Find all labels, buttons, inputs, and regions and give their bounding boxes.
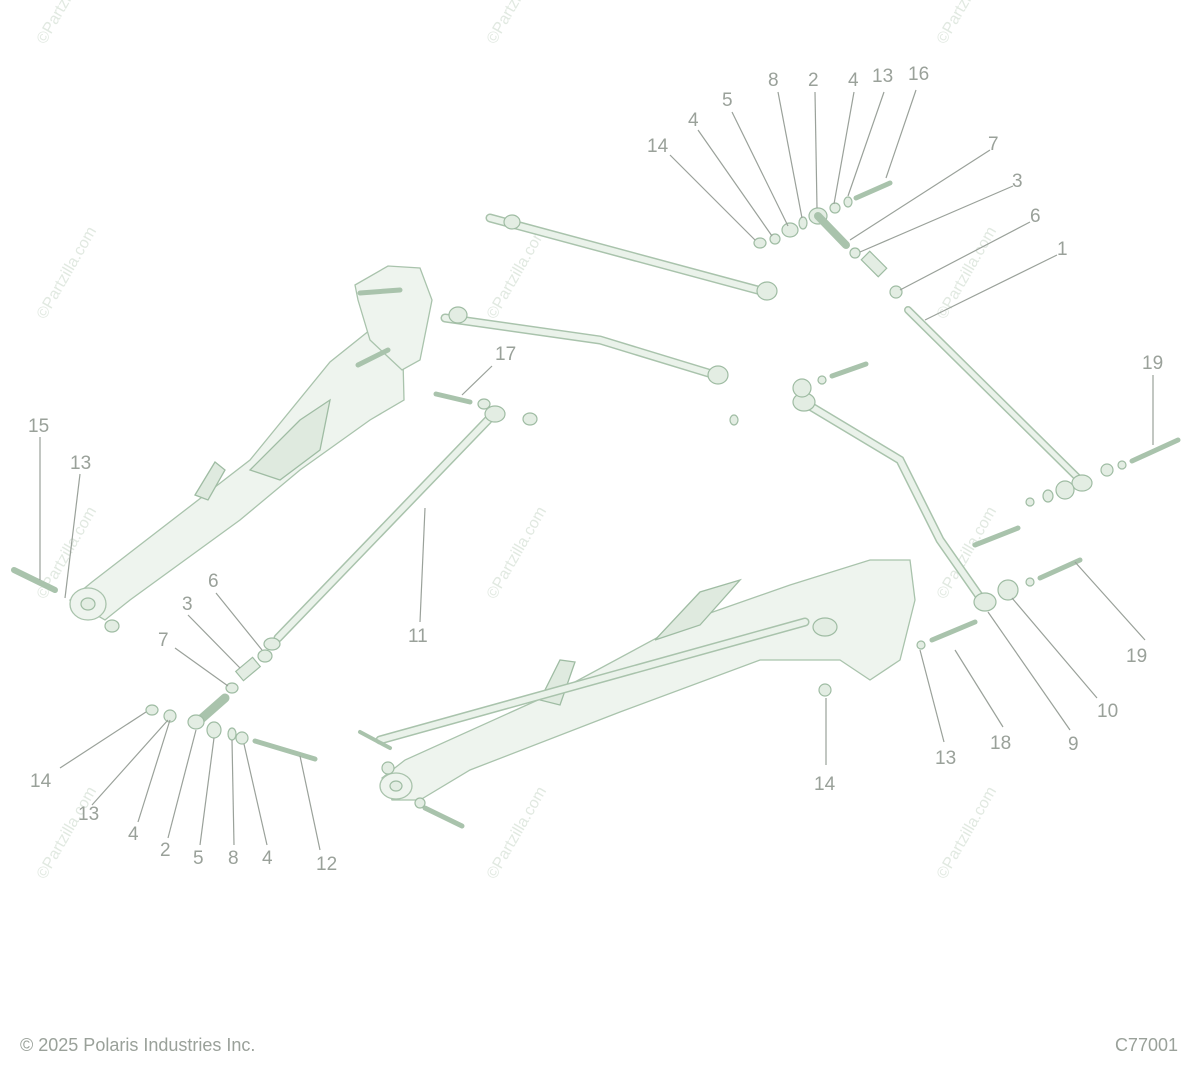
watermark: ©Partzilla.com [484, 504, 550, 602]
watermark: ©Partzilla.com [34, 0, 100, 47]
callout-label: 13 [78, 804, 99, 825]
callout-label: 8 [768, 70, 779, 91]
callout-label: 19 [1142, 353, 1163, 374]
callout-labels: 15 13 6 3 7 14 13 4 2 5 8 4 12 11 17 14 … [28, 64, 1163, 875]
callout-label: 3 [1012, 171, 1023, 192]
callout-label: 4 [848, 70, 859, 91]
callout-label: 18 [990, 733, 1011, 754]
left-trailing-arm [11, 265, 433, 633]
callout-label: 1 [1057, 239, 1068, 260]
callout-label: 4 [262, 848, 273, 869]
watermark: ©Partzilla.com [934, 0, 1000, 47]
callout-label: 2 [808, 70, 819, 91]
hardware-left [145, 391, 538, 762]
callout-label: 2 [160, 840, 171, 861]
callout-label: 15 [28, 416, 49, 437]
leader-lines [39, 89, 1154, 851]
watermark: ©Partzilla.com [34, 784, 100, 882]
upper-links [440, 213, 778, 385]
callout-label: 14 [647, 136, 669, 157]
callout-label: 13 [70, 453, 91, 474]
watermark: ©Partzilla.com [34, 224, 100, 322]
callout-label: 6 [1030, 206, 1041, 227]
callout-label: 7 [988, 134, 999, 155]
callout-label: 17 [495, 344, 516, 365]
callout-label: 5 [722, 90, 733, 111]
watermark: ©Partzilla.com [934, 784, 1000, 882]
diagram-code: C77001 [1114, 1035, 1178, 1055]
hardware-right [729, 180, 1181, 650]
callout-label: 10 [1097, 701, 1118, 722]
watermark: ©Partzilla.com [934, 224, 1000, 322]
watermark: ©Partzilla.com [484, 784, 550, 882]
callout-label: 13 [872, 66, 893, 87]
watermark: ©Partzilla.com [484, 224, 550, 322]
right-links [792, 306, 1093, 612]
callout-label: 11 [408, 626, 428, 647]
callout-label: 12 [316, 854, 337, 875]
callout-label: 3 [182, 594, 193, 615]
callout-label: 14 [30, 771, 52, 792]
rod-11 [263, 405, 506, 651]
callout-label: 16 [908, 64, 929, 85]
callout-label: 19 [1126, 646, 1147, 667]
callout-label: 5 [193, 848, 204, 869]
callout-label: 9 [1068, 734, 1079, 755]
callout-label: 14 [814, 774, 836, 795]
callout-label: 4 [688, 110, 699, 131]
watermark: ©Partzilla.com [484, 0, 550, 47]
callout-label: 4 [128, 824, 139, 845]
right-trailing-arm [358, 559, 916, 829]
callout-label: 6 [208, 571, 219, 592]
callout-label: 13 [935, 748, 956, 769]
callout-label: 8 [228, 848, 239, 869]
copyright-notice: © 2025 Polaris Industries Inc. [20, 1035, 256, 1055]
callout-label: 7 [158, 630, 169, 651]
